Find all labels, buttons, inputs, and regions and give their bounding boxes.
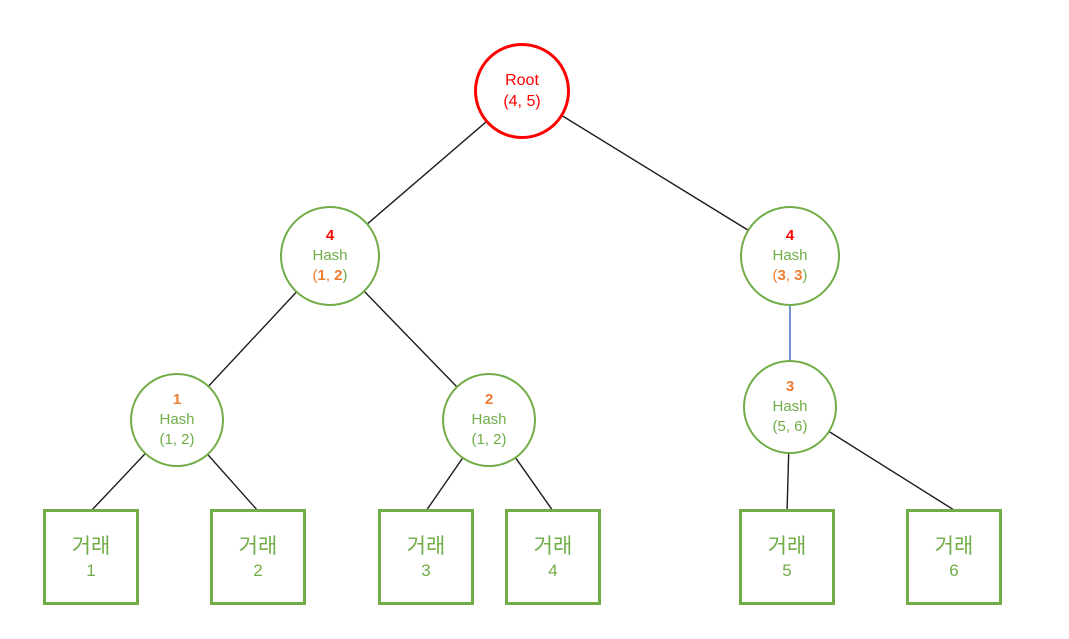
leaf-label: 거래 bbox=[767, 534, 807, 558]
hash-number: 3 bbox=[785, 378, 795, 395]
leaf-number: 4 bbox=[548, 560, 558, 580]
hash-node-level2-right: 4 Hash (3, 3) bbox=[740, 206, 840, 306]
leaf-number: 6 bbox=[949, 560, 959, 580]
hash-label: Hash bbox=[772, 247, 808, 264]
leaf-box-transaction-5: 거래 5 bbox=[739, 509, 835, 605]
hash-number: 2 bbox=[484, 391, 494, 408]
leaf-label: 거래 bbox=[71, 534, 111, 558]
leaf-number: 5 bbox=[782, 560, 792, 580]
hash-range: (1, 2) bbox=[159, 431, 195, 448]
hash-node-1: 1 Hash (1, 2) bbox=[130, 373, 224, 467]
root-node: Root (4, 5) bbox=[474, 43, 570, 139]
leaf-box-transaction-3: 거래 3 bbox=[378, 509, 474, 605]
hash-label: Hash bbox=[312, 247, 348, 264]
leaf-label: 거래 bbox=[406, 534, 446, 558]
hash-number: 1 bbox=[172, 391, 182, 408]
hash-number: 4 bbox=[325, 227, 335, 244]
hash-label: Hash bbox=[471, 411, 507, 428]
hash-range: (5, 6) bbox=[772, 418, 808, 435]
leaf-label: 거래 bbox=[934, 534, 974, 558]
hash-range: (1, 2) bbox=[471, 431, 507, 448]
root-label: Root bbox=[505, 72, 539, 89]
hash-range: (1, 2) bbox=[312, 267, 348, 284]
leaf-box-transaction-2: 거래 2 bbox=[210, 509, 306, 605]
edge-root-to-hash-right bbox=[521, 90, 791, 257]
leaf-number: 3 bbox=[421, 560, 431, 580]
hash-number: 4 bbox=[785, 227, 795, 244]
hash-node-3: 3 Hash (5, 6) bbox=[743, 360, 837, 454]
leaf-label: 거래 bbox=[238, 534, 278, 558]
hash-label: Hash bbox=[159, 411, 195, 428]
hash-label: Hash bbox=[772, 398, 808, 415]
hash-range: (3, 3) bbox=[772, 267, 808, 284]
leaf-box-transaction-4: 거래 4 bbox=[505, 509, 601, 605]
leaf-number: 2 bbox=[253, 560, 263, 580]
hash-node-level2-left: 4 Hash (1, 2) bbox=[280, 206, 380, 306]
leaf-label: 거래 bbox=[533, 534, 573, 558]
leaf-box-transaction-6: 거래 6 bbox=[906, 509, 1002, 605]
hash-node-2: 2 Hash (1, 2) bbox=[442, 373, 536, 467]
root-range: (4, 5) bbox=[503, 93, 541, 110]
leaf-number: 1 bbox=[86, 560, 96, 580]
leaf-box-transaction-1: 거래 1 bbox=[43, 509, 139, 605]
